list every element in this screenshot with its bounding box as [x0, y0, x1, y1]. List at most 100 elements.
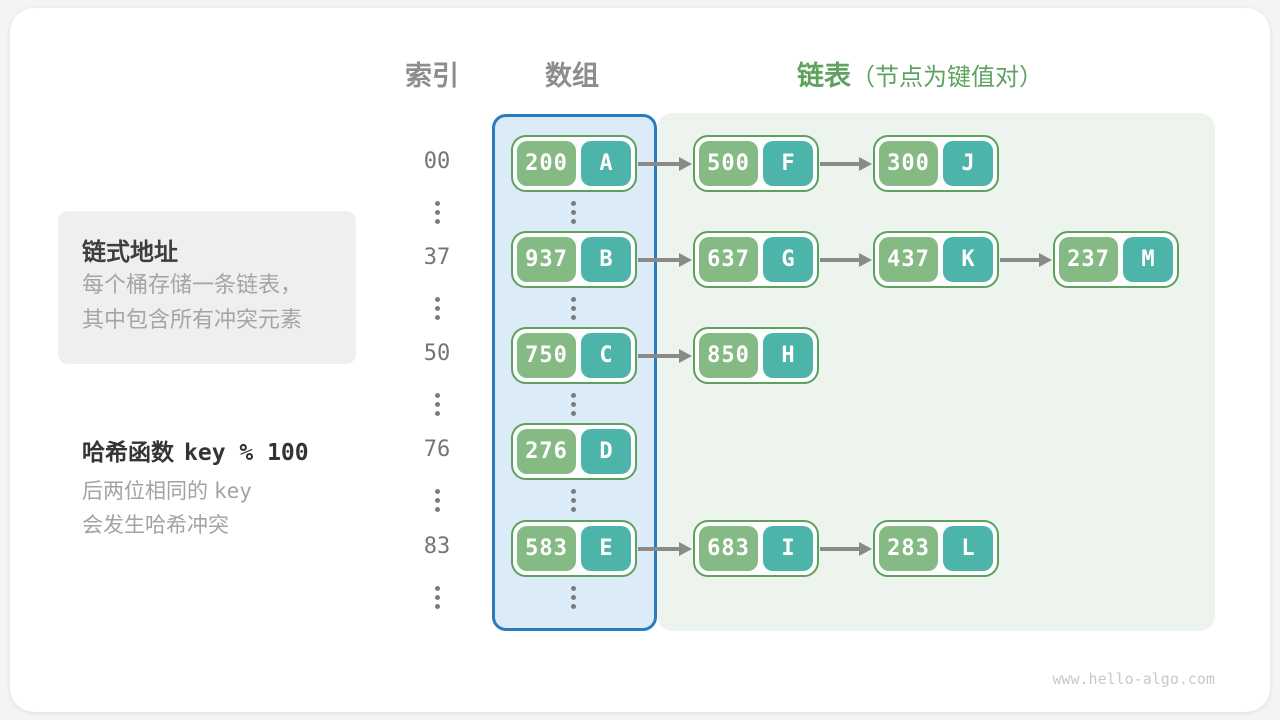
ellipsis-dot — [434, 201, 440, 206]
ellipsis-dot — [570, 402, 576, 407]
ellipsis-dots — [432, 297, 442, 320]
ellipsis-dot — [570, 411, 576, 416]
column-header-list-title: 链表 — [797, 61, 851, 92]
node-value: B — [581, 237, 631, 282]
node-value: E — [581, 526, 631, 571]
ellipsis-dots — [568, 201, 578, 224]
column-header-index: 索引 — [405, 61, 459, 92]
ellipsis-dot — [434, 507, 440, 512]
next-pointer-arrow — [638, 547, 680, 551]
ellipsis-dots — [432, 586, 442, 609]
node-value: H — [763, 333, 813, 378]
ellipsis-dot — [434, 393, 440, 398]
next-pointer-arrow — [638, 258, 680, 262]
column-header-list-note: （节点为键值对） — [851, 63, 1043, 91]
ellipsis-dot — [570, 201, 576, 206]
node-value: I — [763, 526, 813, 571]
next-pointer-arrow — [820, 547, 860, 551]
next-pointer-arrow — [1000, 258, 1040, 262]
ellipsis-dot — [570, 306, 576, 311]
bucket-index-label: 37 — [423, 245, 451, 270]
ellipsis-dot — [434, 498, 440, 503]
node-key: 237 — [1059, 237, 1118, 282]
ellipsis-dots — [568, 489, 578, 512]
ellipsis-dots — [432, 489, 442, 512]
ellipsis-dot — [434, 586, 440, 591]
hash-function-title: 哈希函数 key % 100 — [82, 433, 309, 467]
node-key: 683 — [699, 526, 758, 571]
ellipsis-dot — [570, 393, 576, 398]
hash-function-label: 哈希函数 — [82, 440, 174, 466]
node-value: F — [763, 141, 813, 186]
node-key: 937 — [517, 237, 576, 282]
node-key: 283 — [879, 526, 938, 571]
bucket-index-label: 50 — [423, 341, 451, 366]
node-value: C — [581, 333, 631, 378]
ellipsis-dot — [434, 306, 440, 311]
column-header-array: 数组 — [545, 61, 599, 92]
ellipsis-dots — [432, 393, 442, 416]
ellipsis-dot — [434, 219, 440, 224]
ellipsis-dot — [570, 219, 576, 224]
bucket-index-label: 76 — [423, 437, 451, 462]
ellipsis-dot — [434, 402, 440, 407]
column-header-list: 链表（节点为键值对） — [797, 54, 1043, 93]
node-key: 500 — [699, 141, 758, 186]
info-card-body: 每个桶存储一条链表， 其中包含所有冲突元素 — [82, 268, 302, 338]
next-pointer-arrow — [638, 162, 680, 166]
ellipsis-dot — [570, 489, 576, 494]
next-pointer-arrow — [820, 258, 860, 262]
bucket-index-label: 00 — [423, 149, 451, 174]
node-value: G — [763, 237, 813, 282]
info-card-line1: 每个桶存储一条链表， — [82, 273, 303, 298]
ellipsis-dots — [568, 586, 578, 609]
ellipsis-dot — [570, 604, 576, 609]
ellipsis-dot — [434, 315, 440, 320]
info-card — [58, 211, 356, 364]
node-value: M — [1123, 237, 1173, 282]
info-card-line2: 其中包含所有冲突元素 — [82, 308, 303, 333]
next-pointer-arrow — [820, 162, 860, 166]
ellipsis-dot — [570, 210, 576, 215]
hash-note-line2: 会发生哈希冲突 — [82, 513, 229, 537]
ellipsis-dot — [570, 595, 576, 600]
ellipsis-dots — [568, 393, 578, 416]
hash-function-code: key % 100 — [184, 440, 309, 466]
bucket-index-label: 83 — [423, 534, 451, 559]
next-pointer-arrow — [638, 354, 680, 358]
ellipsis-dot — [570, 507, 576, 512]
node-key: 276 — [517, 429, 576, 474]
node-value: L — [943, 526, 993, 571]
node-key: 850 — [699, 333, 758, 378]
node-key: 200 — [517, 141, 576, 186]
node-key: 637 — [699, 237, 758, 282]
ellipsis-dot — [434, 489, 440, 494]
node-key: 437 — [879, 237, 938, 282]
ellipsis-dot — [434, 411, 440, 416]
ellipsis-dots — [568, 297, 578, 320]
node-value: D — [581, 429, 631, 474]
node-key: 583 — [517, 526, 576, 571]
node-key: 300 — [879, 141, 938, 186]
ellipsis-dot — [570, 586, 576, 591]
node-key: 750 — [517, 333, 576, 378]
watermark: www.hello-algo.com — [1052, 670, 1215, 688]
node-value: K — [943, 237, 993, 282]
ellipsis-dots — [432, 201, 442, 224]
node-value: A — [581, 141, 631, 186]
node-value: J — [943, 141, 993, 186]
